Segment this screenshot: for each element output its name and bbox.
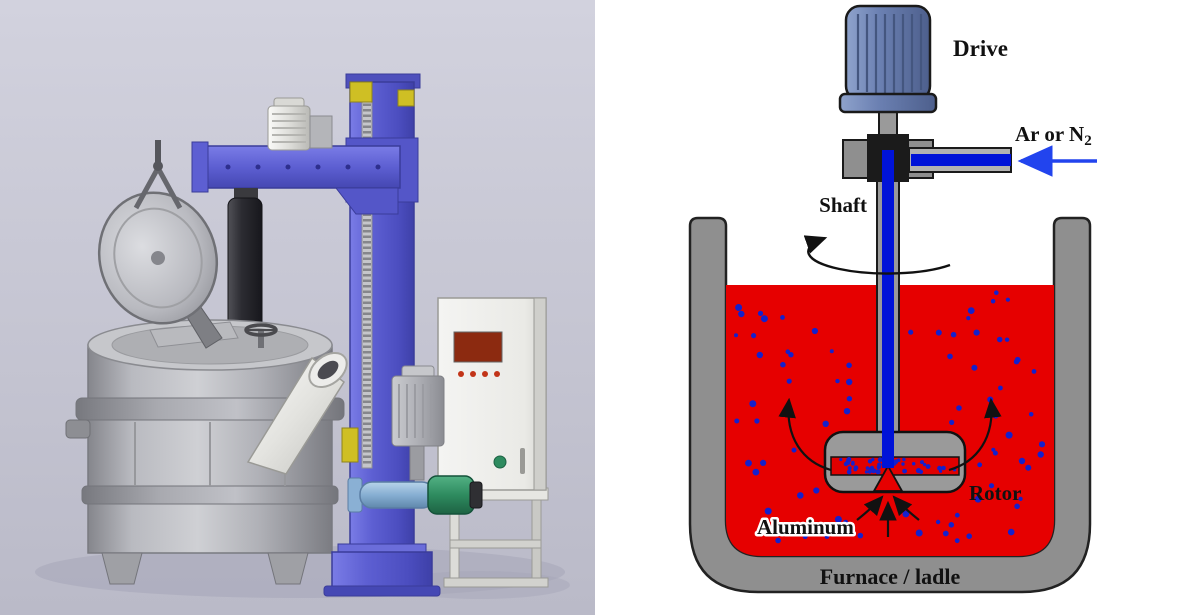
rotor-inlet-notch (872, 464, 904, 492)
gas-label: Ar or N2 (1015, 122, 1092, 149)
vessel-foot (267, 552, 309, 585)
mast-yellow-block-top (349, 81, 373, 103)
rotor (823, 430, 967, 494)
cabinet-handle (520, 448, 525, 474)
motor-fins (398, 384, 432, 438)
vessel-trunnion (65, 419, 91, 439)
vessel-foot (101, 552, 143, 585)
cabinet-green-button (493, 455, 507, 469)
arm-bolts (225, 164, 381, 170)
bottom-drive-assembly (347, 475, 483, 515)
gas-inlet-assembly (842, 134, 1012, 468)
furnace-vessel-3d (65, 319, 345, 585)
rotation-arrow (803, 235, 951, 275)
furnace-ladle-label: Furnace / ladle (820, 564, 961, 589)
drive-label: Drive (953, 36, 1008, 61)
schematic-panel: Drive Ar or N2 Shaft Rotor Aluminum Furn… (595, 0, 1200, 615)
rotor-gas-dispersion (839, 457, 957, 475)
furnace-ladle-wall (688, 216, 1092, 594)
degassing-schematic: Drive Ar or N2 Shaft Rotor Aluminum Furn… (595, 0, 1200, 615)
aluminum-label: Aluminum (757, 515, 854, 539)
circulation-arrows (778, 397, 1002, 537)
control-cabinet (437, 297, 547, 491)
shaft-gas-channel (882, 150, 894, 468)
lift-gear-motor (391, 365, 445, 481)
cad-render (0, 0, 595, 615)
green-motor (427, 475, 475, 515)
arm-motor (267, 97, 333, 151)
cad-render-panel (0, 0, 595, 615)
mast-yellow-block-lower (341, 427, 359, 463)
motor-ribs (856, 14, 923, 93)
gas-pipe-core (911, 154, 1011, 166)
gas-label-main: Ar or N (1015, 122, 1084, 146)
top-arm (191, 141, 401, 215)
rotor-label: Rotor (969, 481, 1021, 505)
vessel-lid (97, 140, 223, 349)
mast-pedestal (323, 543, 441, 597)
cabinet-indicator-lights (458, 371, 500, 377)
gas-label-subscript: 2 (1084, 133, 1092, 149)
cabinet-display (453, 331, 503, 363)
drive-motor (838, 4, 938, 114)
gas-bubbles (734, 290, 1046, 544)
handwheel-valve (244, 323, 278, 348)
shaft-label: Shaft (819, 193, 867, 217)
motor-fins (272, 113, 306, 143)
pour-spout-cone (246, 352, 348, 475)
blue-coupling-pipe (359, 481, 435, 509)
